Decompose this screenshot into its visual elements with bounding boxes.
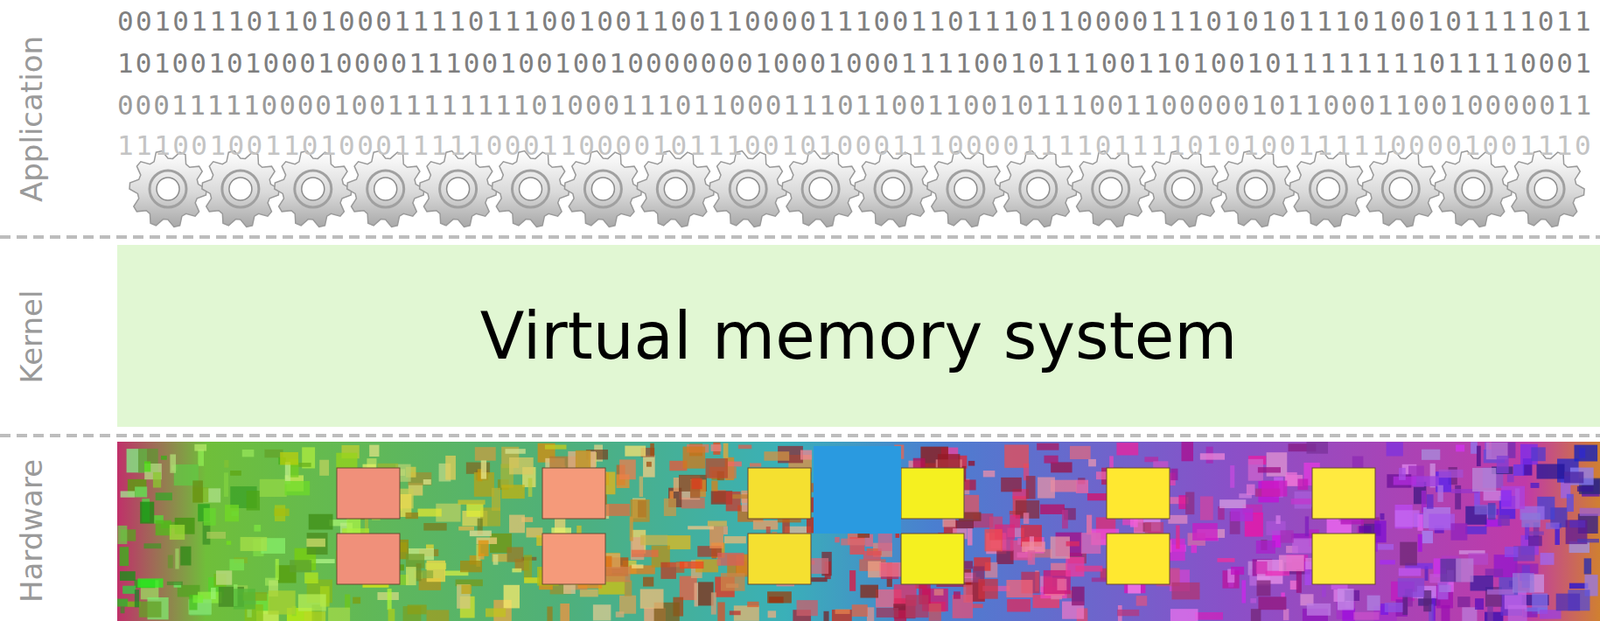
layer-label: Kernel (13, 290, 49, 385)
binary-row: 1110010011010001111100011000010111001010… (117, 129, 1594, 161)
gear-icon (1072, 151, 1150, 228)
gear-icon (492, 151, 570, 228)
gear-icon (1362, 151, 1440, 228)
binary-row: 1010010100010000111001001001000000010001… (117, 47, 1594, 79)
kernel-band: Virtual memory system (117, 244, 1600, 427)
binary-row: 0010111011010001111011100100110011000011… (117, 5, 1594, 37)
gear-icon (999, 151, 1077, 228)
gear-icon (854, 151, 932, 228)
layer-title: Virtual memory system (480, 298, 1238, 374)
gear-icon (1217, 151, 1295, 228)
cpu-die-image (117, 441, 1600, 621)
gear-icon (1434, 151, 1512, 228)
gear-icon (129, 151, 207, 228)
gear-icon (202, 151, 280, 228)
gear-icon (636, 151, 714, 228)
gear-icon (419, 151, 497, 228)
layer-label: Application (13, 35, 49, 203)
gear-icon (782, 151, 860, 228)
gear-icon (564, 151, 642, 228)
gear-icon (1145, 151, 1223, 228)
gear-icon (927, 151, 1005, 228)
gear-row (129, 151, 1585, 228)
gear-icon (274, 151, 352, 228)
gear-icon (1507, 151, 1585, 228)
layer-label: Hardware (13, 459, 49, 603)
gear-icon (347, 151, 425, 228)
binary-row: 0001111100001001111111101000111011000111… (117, 89, 1594, 121)
gear-icon (1289, 151, 1367, 228)
gear-icon (709, 151, 787, 228)
layer-divider (0, 237, 1600, 436)
